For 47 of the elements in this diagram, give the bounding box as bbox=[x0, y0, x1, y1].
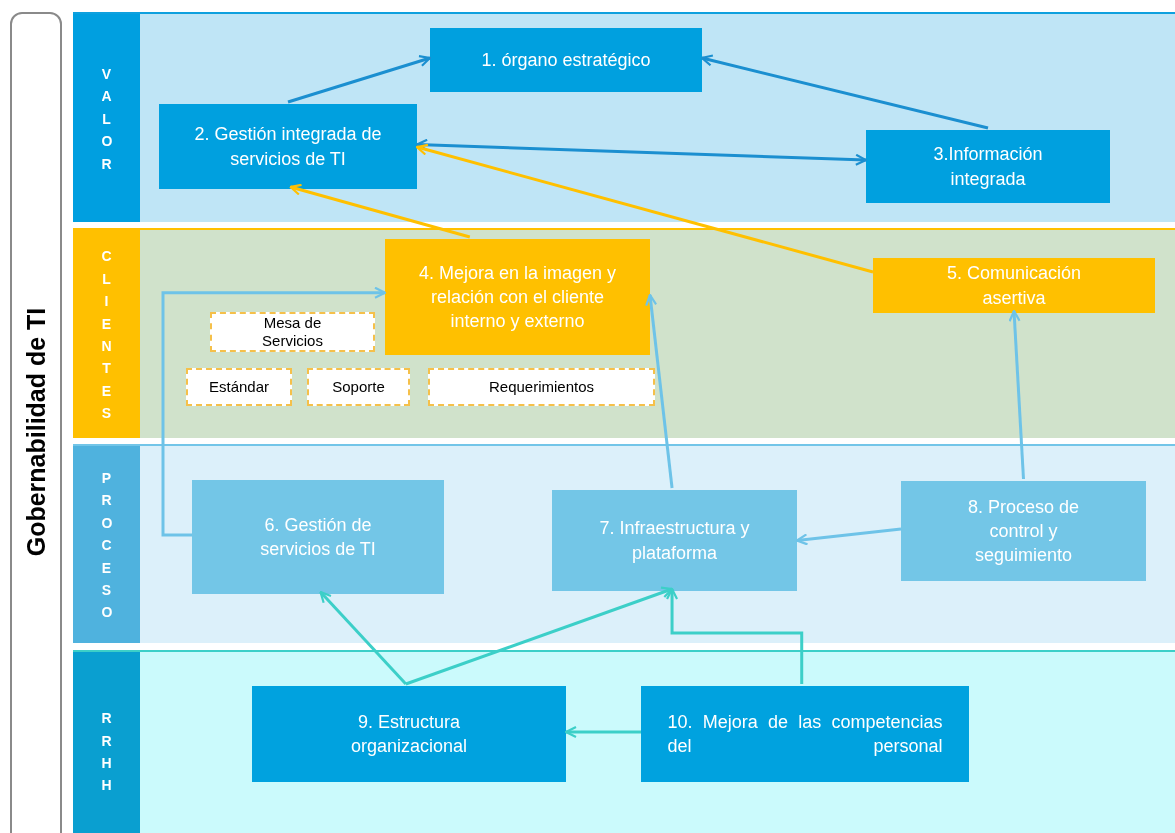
box-label: 8. Proceso de control y seguimiento bbox=[966, 495, 1081, 568]
arrow bbox=[161, 286, 387, 537]
process-box bbox=[192, 480, 444, 594]
box-label: 3.Información integrada bbox=[932, 143, 1044, 191]
dashed-box bbox=[210, 312, 375, 352]
box-label: Requerimientos bbox=[488, 378, 595, 396]
lane-label: VALOR bbox=[101, 65, 112, 174]
process-box bbox=[901, 481, 1146, 581]
lane-label: RRHH bbox=[101, 709, 112, 796]
process-box bbox=[866, 130, 1110, 203]
box-label: 6. Gestión de servicios de TI bbox=[259, 513, 377, 561]
arrow bbox=[415, 138, 868, 166]
box-label: 7. Infraestructura y plataforma bbox=[598, 517, 751, 565]
arrow bbox=[405, 586, 674, 686]
box-label: Estándar bbox=[208, 378, 269, 396]
box-label: 1. órgano estratégico bbox=[481, 48, 651, 72]
process-box bbox=[159, 104, 417, 189]
process-box bbox=[385, 239, 650, 355]
lane-label: PROCESO bbox=[101, 469, 112, 623]
box-label: 4. Mejora en la imagen y relación con el cliente interno y externo bbox=[417, 261, 618, 334]
arrow bbox=[415, 143, 874, 274]
arrow bbox=[319, 590, 407, 685]
box-label: Soporte bbox=[332, 378, 385, 396]
process-box bbox=[552, 490, 797, 591]
box-label: Mesa de Servicios bbox=[261, 314, 324, 350]
box-label: 9. Estructura organizacional bbox=[349, 710, 469, 758]
arrow bbox=[700, 54, 989, 130]
process-box bbox=[873, 258, 1155, 313]
process-box bbox=[641, 686, 969, 782]
arrow bbox=[289, 183, 471, 239]
arrow bbox=[645, 293, 674, 489]
arrow bbox=[665, 587, 804, 684]
frame-title: Gobernabilidad de TI bbox=[21, 307, 51, 557]
box-label: 10. Mejora de las competencias del personal bbox=[667, 710, 943, 758]
process-box bbox=[430, 28, 702, 92]
arrow bbox=[795, 527, 902, 546]
title-frame bbox=[10, 12, 62, 833]
arrow bbox=[564, 725, 641, 739]
dashed-box bbox=[186, 368, 292, 406]
box-label: 5. Comunicación asertiva bbox=[945, 262, 1083, 310]
lane-label: CLIENTES bbox=[101, 247, 112, 424]
box-label: 2. Gestión integrada de servicios de TI bbox=[193, 123, 383, 171]
arrow bbox=[287, 55, 432, 104]
dashed-box bbox=[307, 368, 410, 406]
arrow bbox=[1008, 309, 1025, 480]
dashed-box bbox=[428, 368, 655, 406]
process-box bbox=[252, 686, 566, 782]
